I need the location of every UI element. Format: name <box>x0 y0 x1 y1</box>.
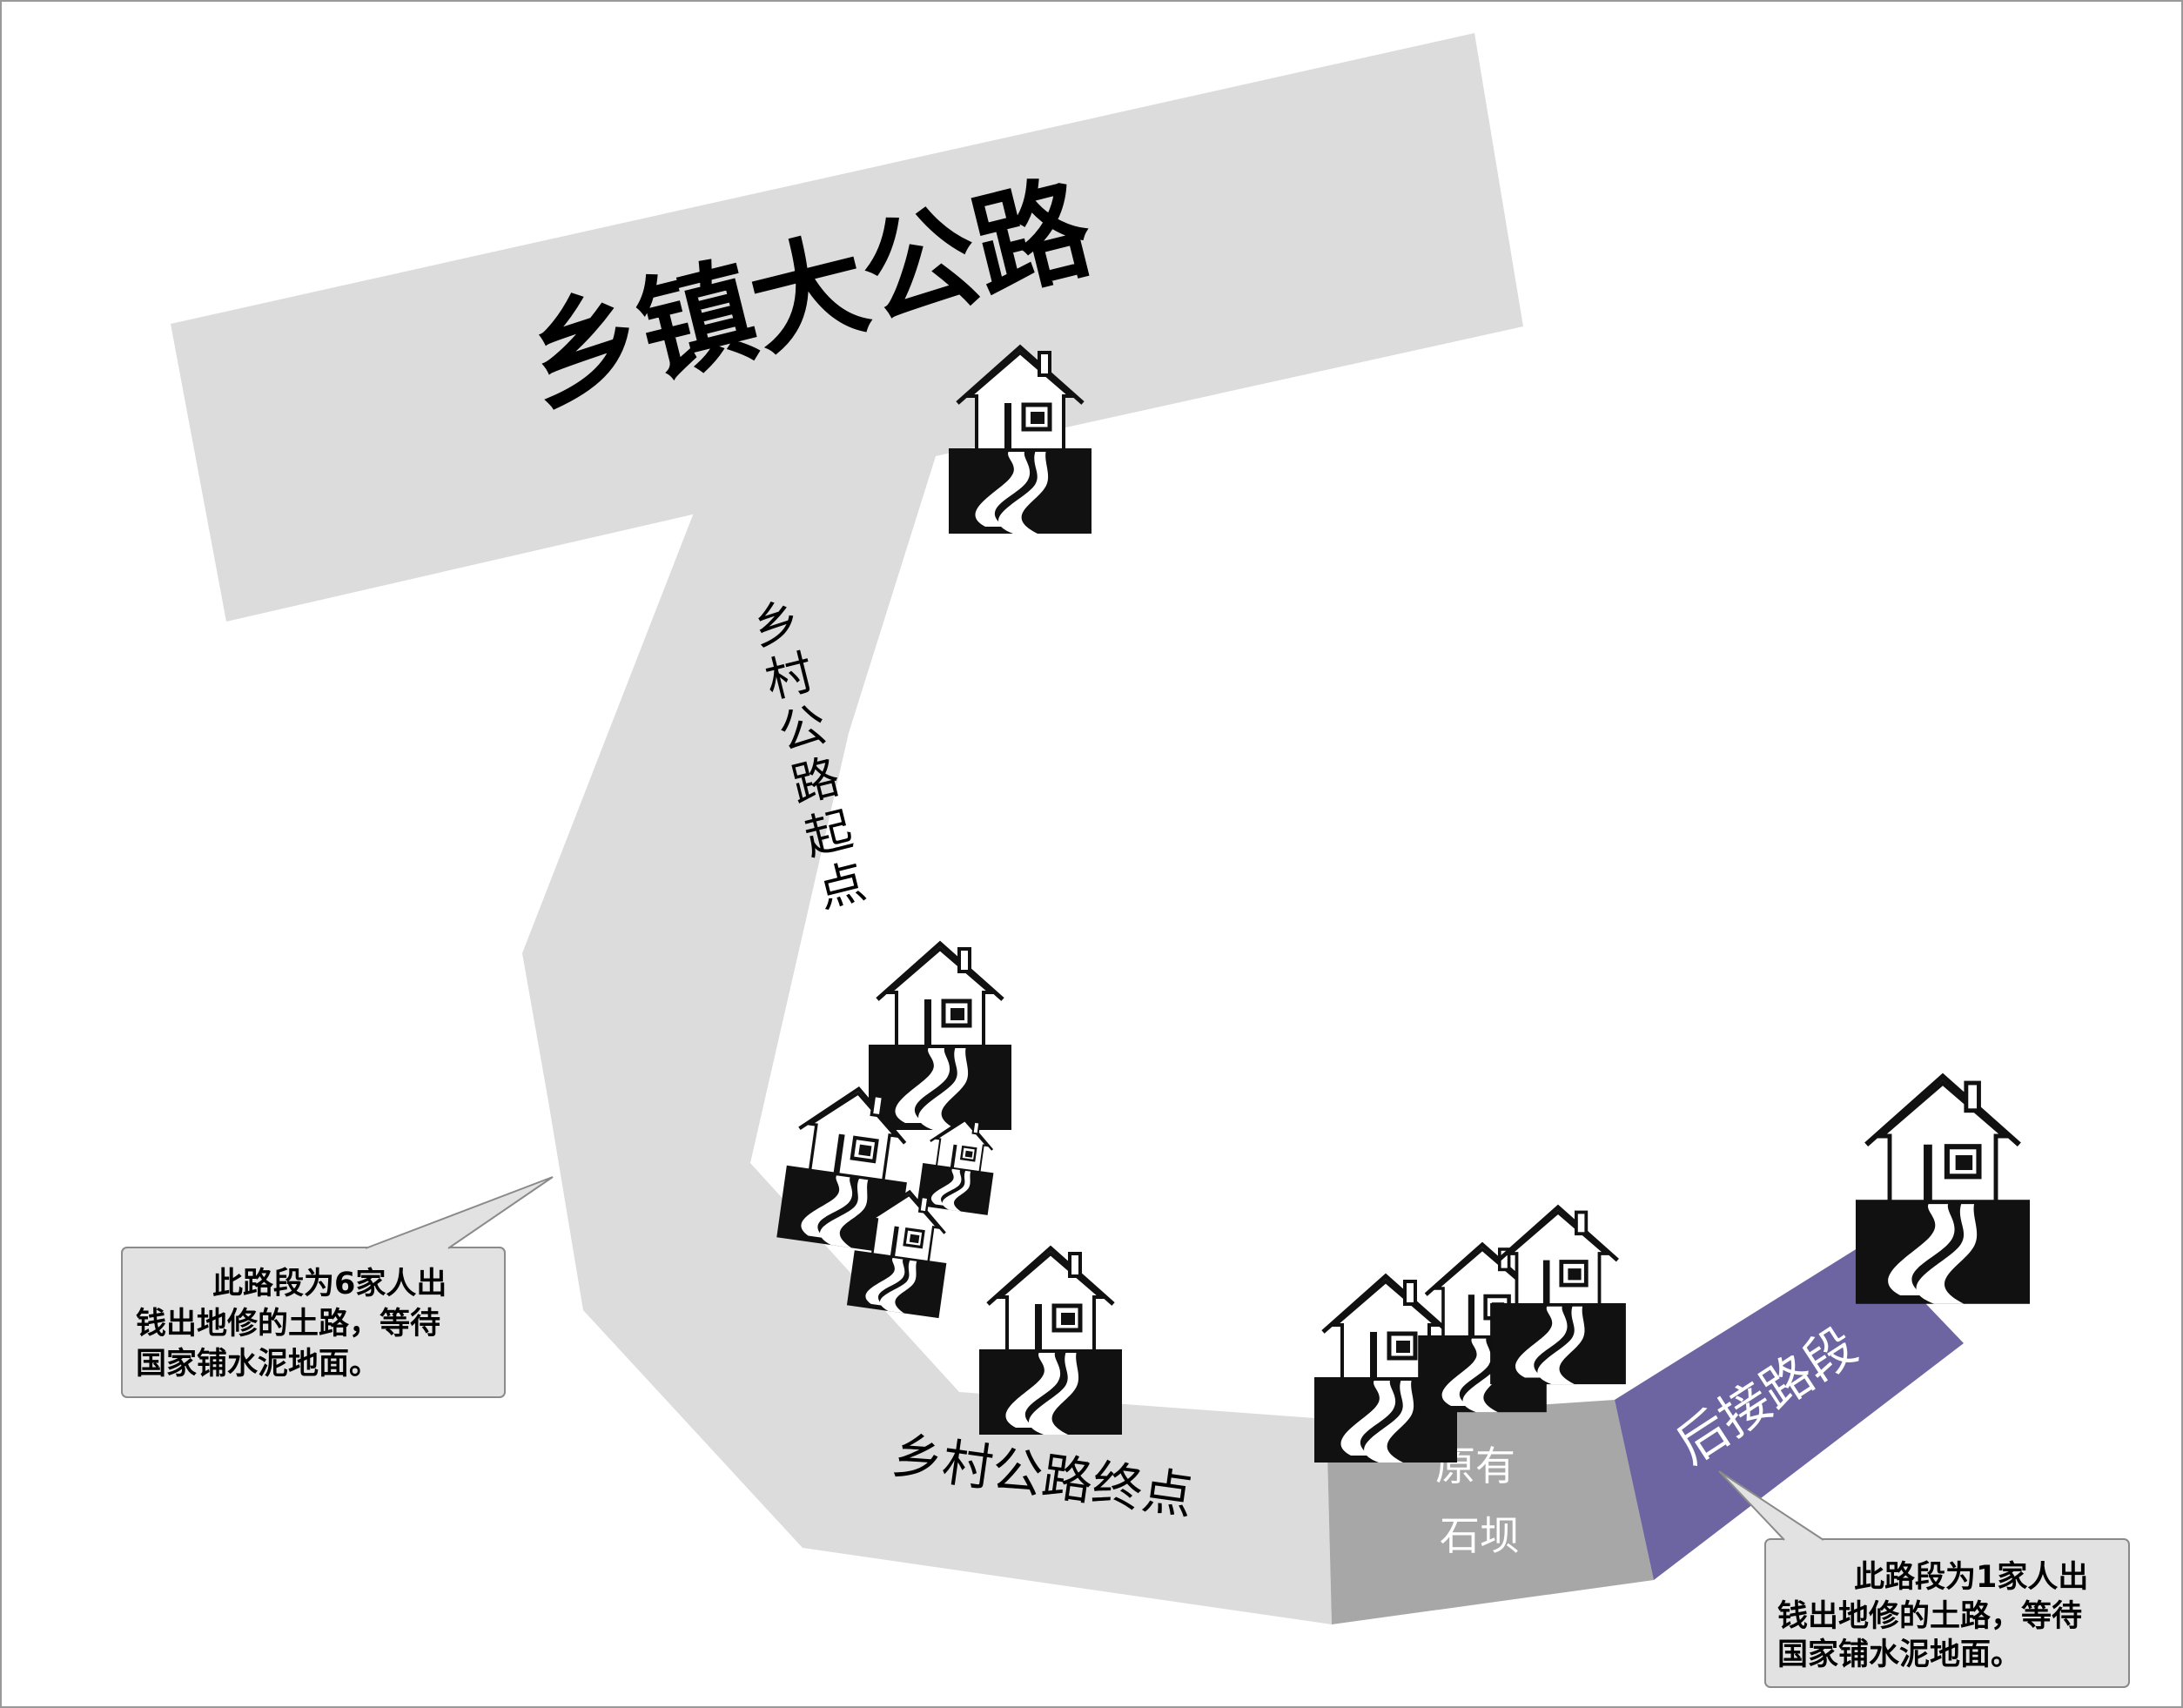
main-road-area <box>171 33 1523 622</box>
callout-left-line3: 国家铺水泥地面。 <box>136 1347 380 1382</box>
callout-left: 此路段为6家人出 钱出地修的土路，等待 国家铺水泥地面。 <box>121 1176 554 1398</box>
callout-left-line1: 此路段为6家人出 <box>212 1266 447 1301</box>
callout-left-line2: 钱出地修的土路，等待 <box>136 1307 440 1342</box>
callout-right: 此路段为1家人出 钱出地修的土路，等待 国家铺水泥地面。 <box>1718 1470 2130 1688</box>
later-section-area <box>1615 1242 1964 1580</box>
village-road-area <box>522 456 1332 1624</box>
callout-right-line1: 此路段为1家人出 <box>1854 1559 2088 1595</box>
stone-dam-label-line2: 石坝 <box>1440 1512 1520 1559</box>
callout-right-line3: 国家铺水泥地面。 <box>1777 1637 2021 1672</box>
callout-right-line2: 钱出地修的土路，等待 <box>1777 1599 2082 1634</box>
